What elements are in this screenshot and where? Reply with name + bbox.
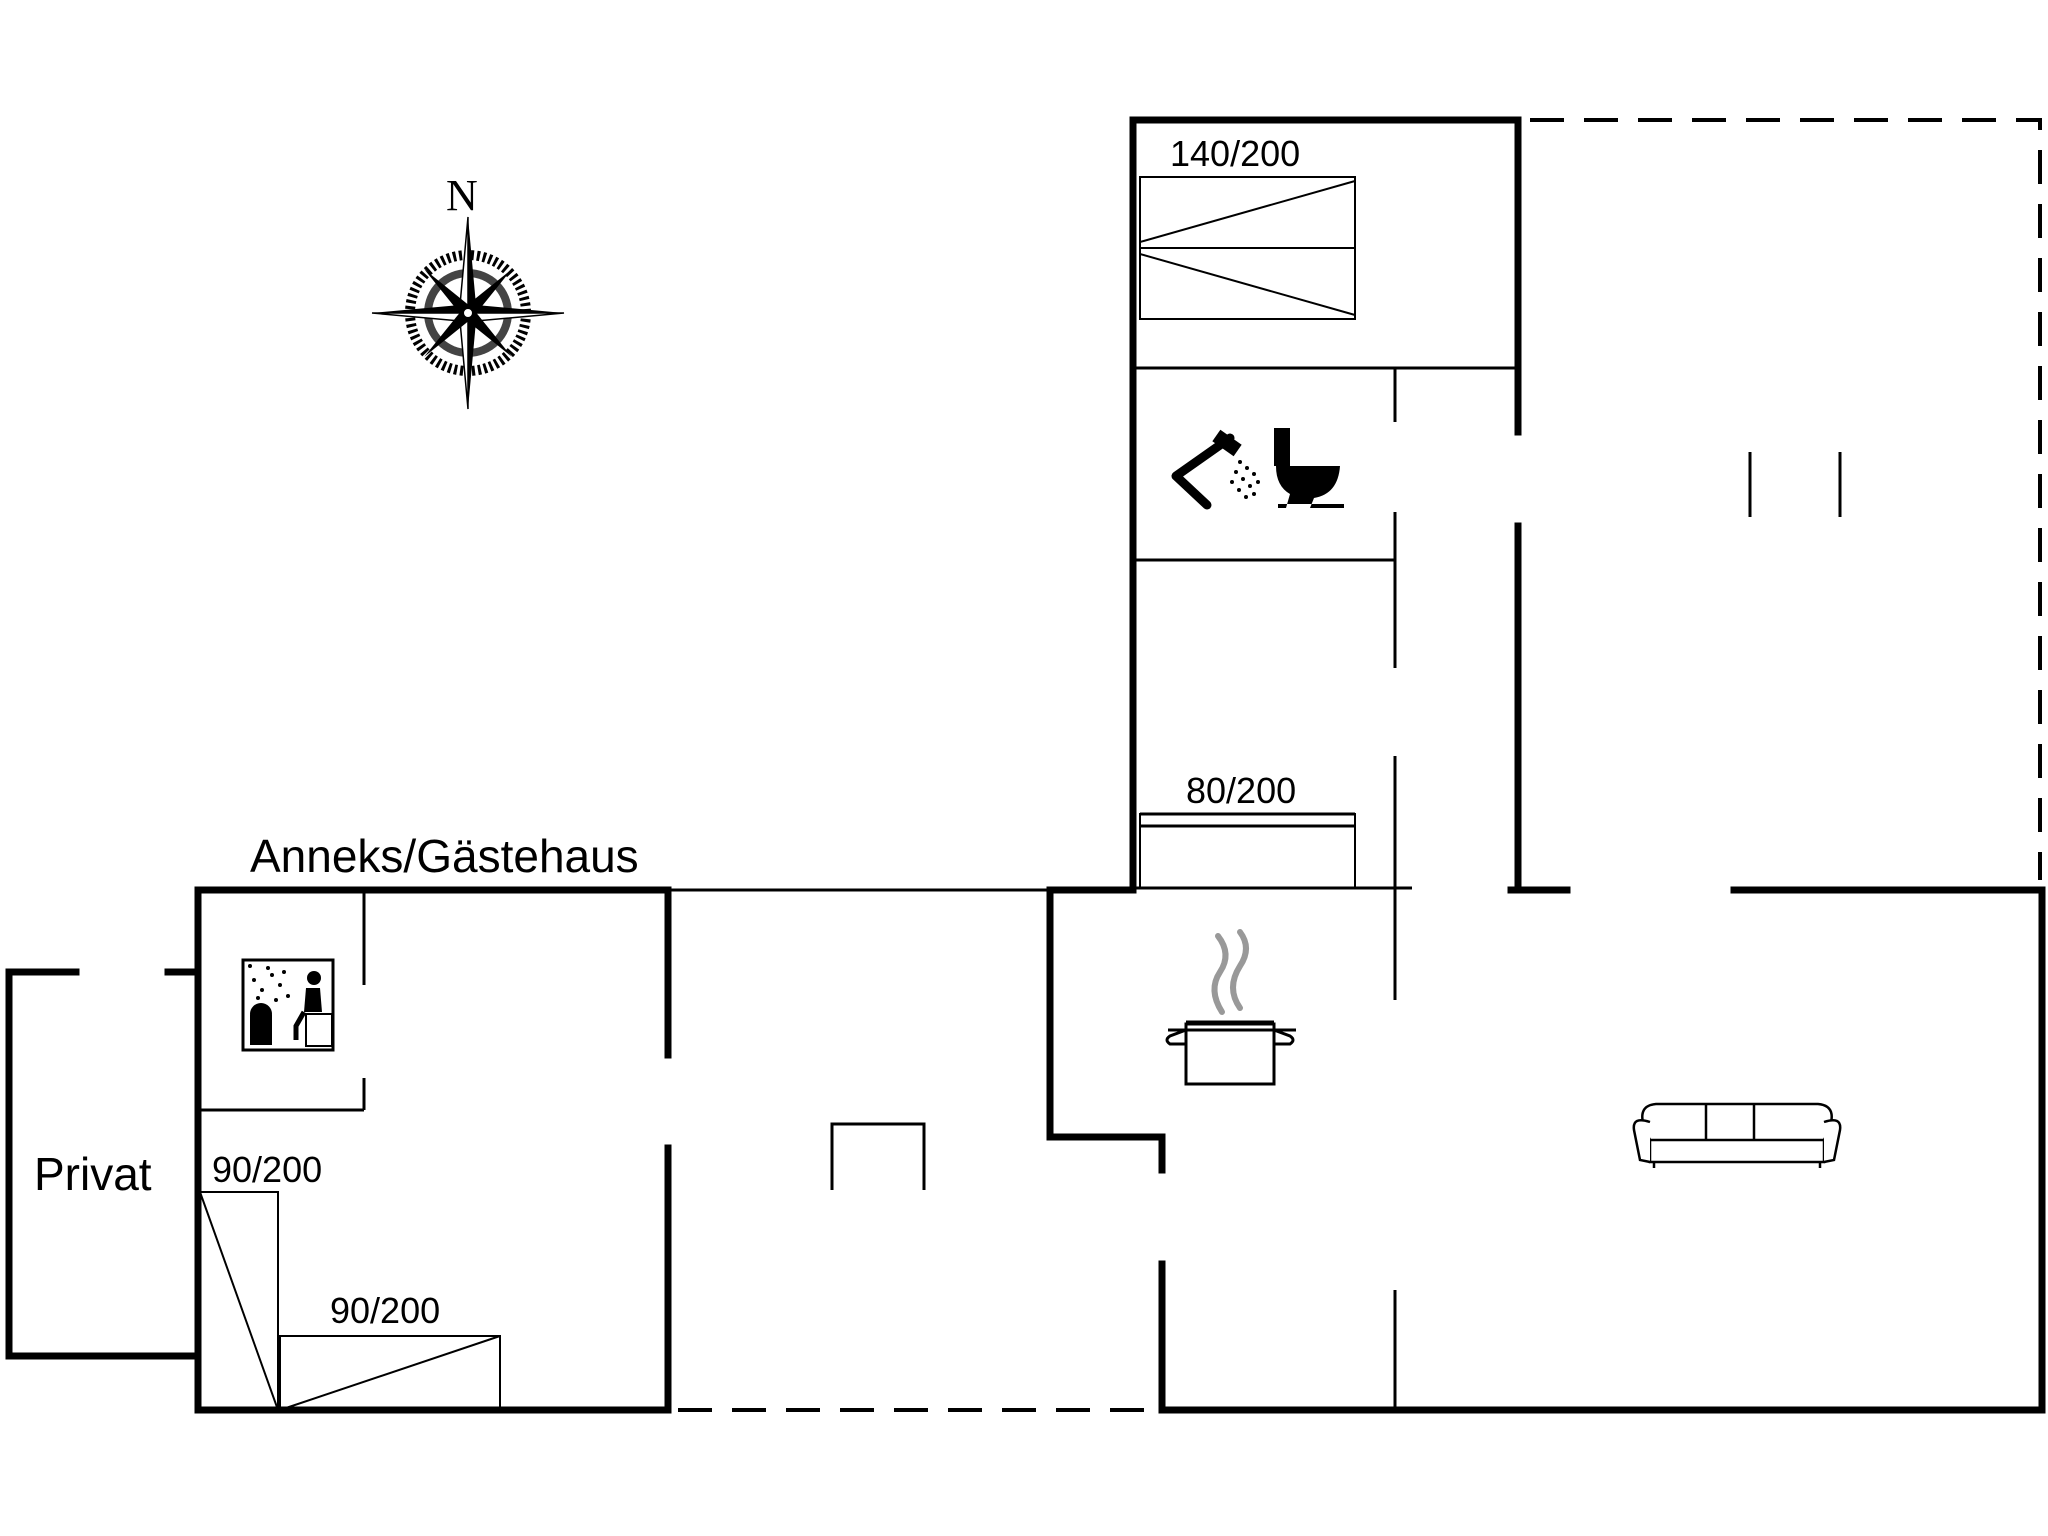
- annex-label: Anneks/Gästehaus: [250, 830, 639, 882]
- compass-icon: N: [371, 171, 565, 410]
- bed-size-label: 80/200: [1186, 770, 1296, 811]
- cooking-pot-icon: [1165, 929, 1296, 1086]
- open-outlines: [678, 118, 2042, 1412]
- bed-90-200-lower: 90/200: [279, 1290, 501, 1411]
- bed-size-label: 140/200: [1170, 133, 1300, 174]
- sauna-icon: [241, 958, 335, 1052]
- shower-icon: [1171, 429, 1260, 510]
- toilet-icon: [1274, 428, 1344, 508]
- bed-80-200: 80/200: [1139, 770, 1356, 889]
- interior-walls: [198, 366, 1842, 1410]
- bed-size-label: 90/200: [330, 1290, 440, 1331]
- bed-size-label: 90/200: [212, 1149, 322, 1190]
- sofa-icon: [1632, 1102, 1842, 1168]
- private-label: Privat: [34, 1148, 152, 1200]
- exterior-walls: [5, 116, 2046, 1414]
- bed-140-200: 140/200: [1139, 133, 1356, 320]
- fireplace-icon: [830, 1122, 926, 1190]
- bed-90-200-upper: 90/200: [199, 1149, 322, 1411]
- compass-north-label: N: [446, 171, 478, 220]
